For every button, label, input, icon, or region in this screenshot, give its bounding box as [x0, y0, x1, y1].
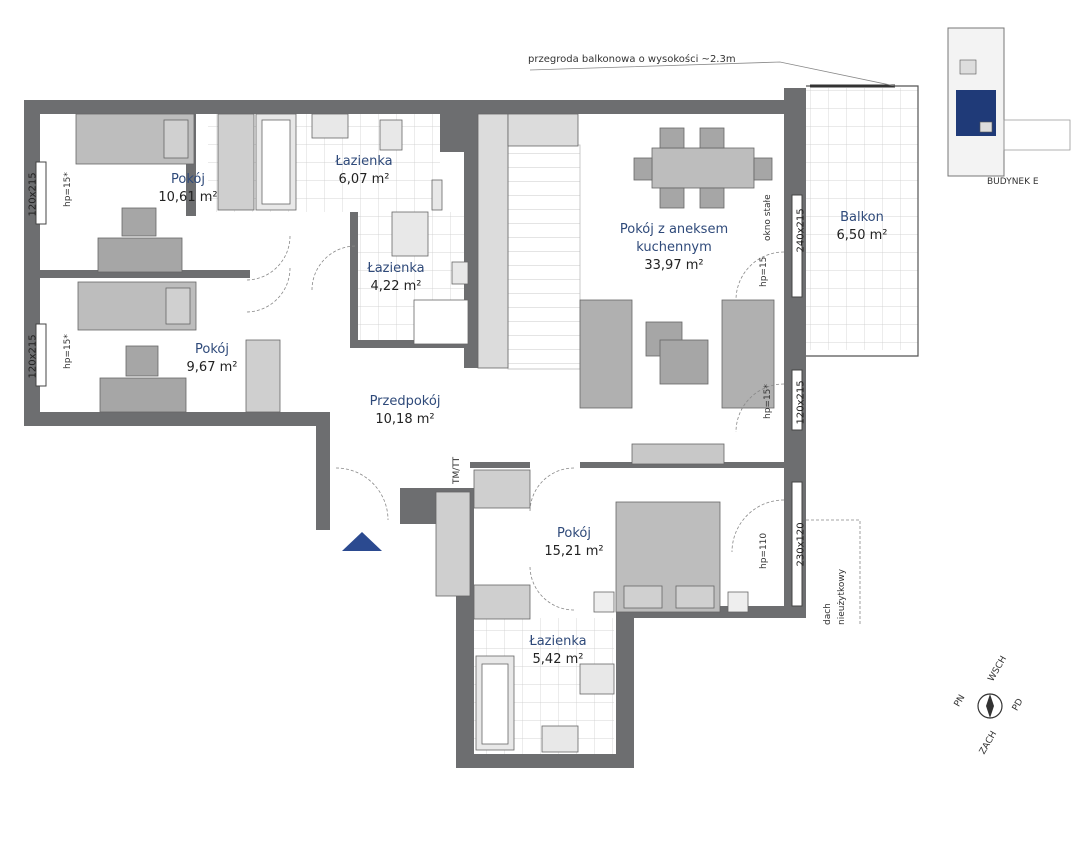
room-bedroom-1-name: Pokój	[171, 172, 205, 187]
roof-note-line1: dach	[823, 603, 833, 625]
roof-note-line2: nieużytkowy	[837, 568, 847, 625]
window-dim-1: 120x215	[27, 172, 39, 217]
room-living-kitchen-name-line1: Pokój z aneksem	[619, 222, 729, 237]
room-bathroom-1-name: Łazienka	[335, 154, 393, 169]
room-bedroom-2-area: 9,67 m²	[186, 360, 238, 375]
building-label: BUDYNEK E	[987, 177, 1039, 187]
entry-arrow-icon	[342, 532, 382, 551]
window-dim-5: 230x120	[795, 522, 807, 567]
room-bedroom-3-name: Pokój	[557, 526, 591, 541]
windows	[35, 161, 803, 607]
hp-note-3: hp=15	[759, 256, 769, 287]
compass-icon	[977, 693, 1003, 719]
room-bathroom-2-area: 4,22 m²	[370, 279, 422, 294]
room-balcony-area: 6,50 m²	[836, 228, 888, 243]
room-bathroom-3-area: 5,42 m²	[532, 652, 584, 667]
room-bedroom-3-area: 15,21 m²	[544, 544, 604, 559]
room-hallway-name: Przedpokój	[369, 394, 441, 409]
room-bedroom-1-area: 10,61 m²	[158, 190, 218, 205]
partition-note: przegroda balkonowa o wysokości ~2.3m	[528, 54, 736, 65]
hp-note-1: hp=15*	[63, 172, 73, 207]
room-bathroom-3-name: Łazienka	[529, 634, 587, 649]
door-swings	[245, 235, 861, 626]
room-bedroom-2-name: Pokój	[195, 342, 229, 357]
hp-note-5: hp=110	[759, 532, 769, 569]
window-dim-4: 240x215	[795, 208, 807, 253]
fixed-window-note: okno stałe	[763, 194, 773, 241]
hp-note-4: hp=15*	[763, 384, 773, 419]
room-hallway-area: 10,18 m²	[375, 412, 435, 427]
building-keyplan	[947, 27, 1071, 177]
room-bathroom-1-area: 6,07 m²	[338, 172, 390, 187]
balcony-railing	[529, 61, 919, 357]
furniture	[75, 113, 775, 753]
tm-tt-note: TM/TT	[452, 456, 462, 484]
staircase	[507, 144, 581, 370]
room-living-kitchen-name-line2: kuchennym	[636, 240, 712, 255]
window-dim-2: 120x215	[27, 334, 39, 379]
room-living-kitchen-area: 33,97 m²	[644, 258, 704, 273]
room-balcony-name: Balkon	[840, 210, 884, 225]
window-dim-3: 120x215	[795, 380, 807, 425]
hp-note-2: hp=15*	[63, 334, 73, 369]
room-bathroom-2-name: Łazienka	[367, 261, 425, 276]
